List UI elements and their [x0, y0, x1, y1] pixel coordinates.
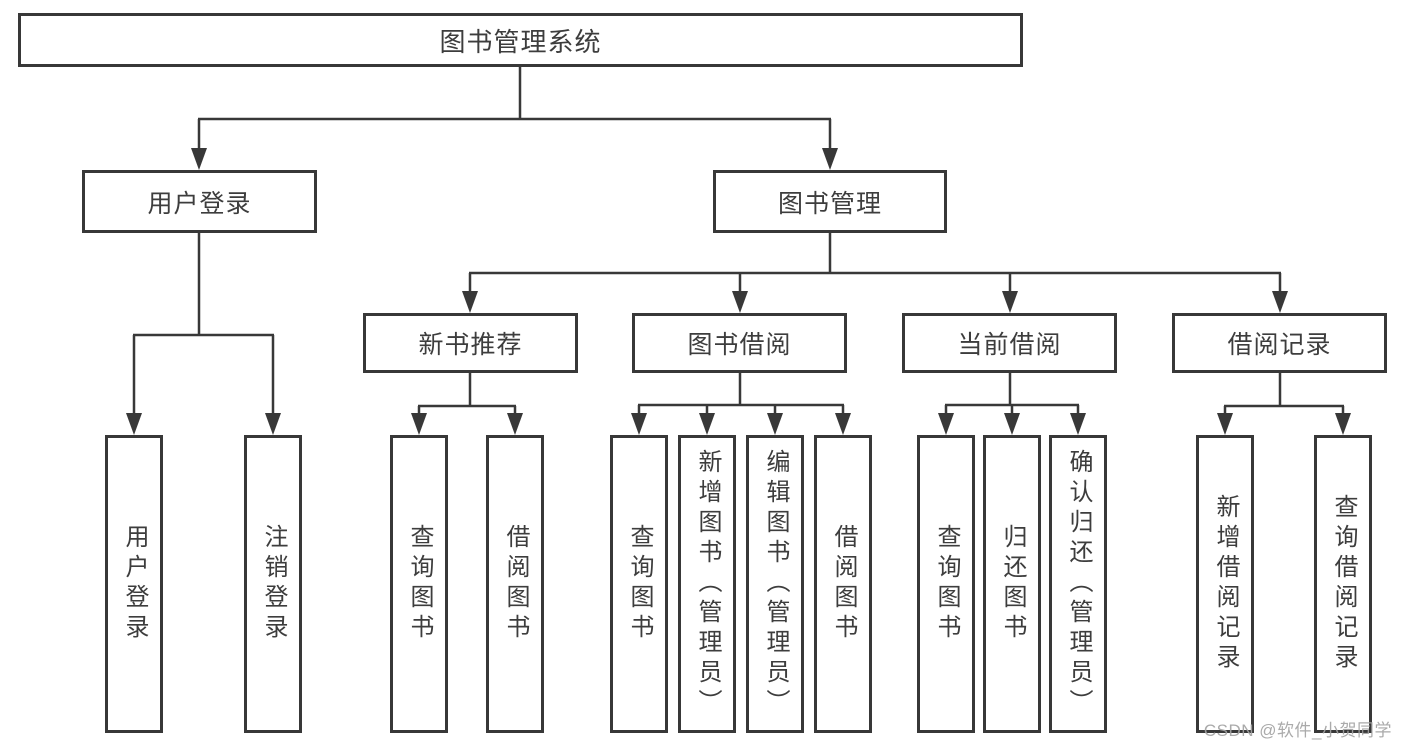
- arrowhead: [1217, 413, 1233, 435]
- connector-login-to-leaves: [126, 233, 281, 435]
- node-current-borrowing: 当前借阅: [902, 313, 1117, 373]
- leaf-logout: 注销登录: [244, 435, 302, 733]
- node-label: 新书推荐: [418, 331, 523, 359]
- node-label: 新增图书（管理员）: [694, 449, 721, 719]
- leaf-return-book: 归还图书: [983, 435, 1041, 733]
- leaf-query-books-current: 查询图书: [917, 435, 975, 733]
- arrowhead: [732, 291, 748, 313]
- node-book-management: 图书管理: [713, 170, 947, 233]
- node-label: 新增借阅记录: [1212, 494, 1239, 674]
- arrowhead: [411, 413, 427, 435]
- watermark: CSDN @软件_小贺同学: [1203, 721, 1392, 740]
- arrowhead: [462, 291, 478, 313]
- connector-line: [637, 373, 845, 414]
- node-label: 图书借阅: [687, 331, 792, 359]
- arrowhead: [699, 413, 715, 435]
- connector-line: [944, 373, 1080, 414]
- arrowhead: [1272, 291, 1288, 313]
- node-book-borrowing: 图书借阅: [632, 313, 847, 373]
- leaf-confirm-return-admin: 确认归还（管理员）: [1049, 435, 1107, 733]
- arrowhead: [938, 413, 954, 435]
- node-label: 借阅图书: [830, 524, 857, 644]
- node-label: 查询图书: [626, 524, 653, 644]
- node-label: 用户登录: [147, 189, 252, 218]
- node-label: 借阅图书: [502, 524, 529, 644]
- node-new-book-recommend: 新书推荐: [363, 313, 578, 373]
- connector-line: [468, 233, 1282, 292]
- connector-line: [197, 67, 832, 149]
- leaf-borrow-books-recommend: 借阅图书: [486, 435, 544, 733]
- connector-line: [132, 233, 275, 414]
- leaf-borrow-books: 借阅图书: [814, 435, 872, 733]
- node-label: 归还图书: [999, 524, 1026, 644]
- node-label: 图书管理: [777, 189, 882, 218]
- node-label: 查询图书: [406, 524, 433, 644]
- connector-newbooks-to-leaves: [411, 373, 523, 435]
- connector-root-to-level2: [191, 67, 838, 170]
- arrowhead: [822, 148, 838, 170]
- leaf-query-borrow-record: 查询借阅记录: [1314, 435, 1372, 733]
- arrowhead: [1070, 413, 1086, 435]
- arrowhead: [767, 413, 783, 435]
- node-user-login: 用户登录: [82, 170, 317, 233]
- node-label: 图书管理系统: [439, 26, 602, 57]
- leaf-query-books-recommend: 查询图书: [390, 435, 448, 733]
- node-label: 查询图书: [933, 524, 960, 644]
- arrowhead: [1335, 413, 1351, 435]
- connector-line: [1223, 373, 1345, 414]
- connector-current-to-leaves: [938, 373, 1086, 435]
- arrowhead: [1002, 291, 1018, 313]
- node-label: 借阅记录: [1227, 331, 1332, 359]
- connector-records-to-leaves: [1217, 373, 1351, 435]
- leaf-user-login: 用户登录: [105, 435, 163, 733]
- arrowhead: [507, 413, 523, 435]
- node-borrow-records: 借阅记录: [1172, 313, 1387, 373]
- leaf-add-book-admin: 新增图书（管理员）: [678, 435, 736, 733]
- leaf-add-borrow-record: 新增借阅记录: [1196, 435, 1254, 733]
- arrowhead: [631, 413, 647, 435]
- node-label: 用户登录: [121, 524, 148, 644]
- connector-borrow-to-leaves: [631, 373, 851, 435]
- arrowhead: [126, 413, 142, 435]
- arrowhead: [1004, 413, 1020, 435]
- node-label: 编辑图书（管理员）: [762, 449, 789, 719]
- leaf-edit-book-admin: 编辑图书（管理员）: [746, 435, 804, 733]
- arrowhead: [265, 413, 281, 435]
- connector-line: [417, 373, 517, 414]
- connector-mgmt-to-groups: [462, 233, 1288, 313]
- node-label: 注销登录: [260, 524, 287, 644]
- arrowhead: [835, 413, 851, 435]
- node-library-system: 图书管理系统: [18, 13, 1023, 67]
- node-label: 确认归还（管理员）: [1065, 449, 1092, 719]
- leaf-query-books-borrowing: 查询图书: [610, 435, 668, 733]
- arrowhead: [191, 148, 207, 170]
- node-label: 当前借阅: [957, 331, 1062, 359]
- node-label: 查询借阅记录: [1330, 494, 1357, 674]
